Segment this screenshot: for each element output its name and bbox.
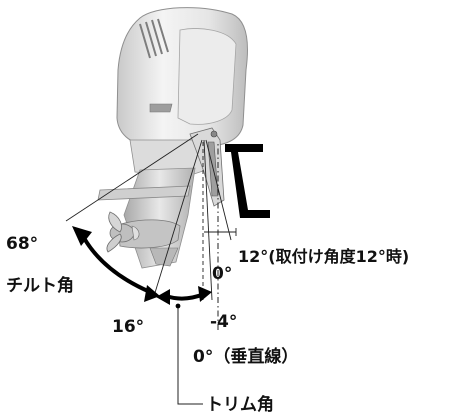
trim-angle-arc bbox=[165, 292, 205, 301]
label-0-deg-upper: 0° bbox=[212, 264, 232, 284]
mount-12-line bbox=[205, 139, 232, 241]
reference-lines bbox=[65, 133, 237, 405]
cowl-vents bbox=[139, 18, 169, 59]
outboard-motor-illustration bbox=[97, 7, 248, 269]
angle-labels: 68° チルト角 16° 0° 12°(取付け角度12°時) -4° 0°（垂直… bbox=[6, 234, 409, 414]
trim-arrow-right-icon bbox=[198, 286, 212, 302]
label-minus4-deg: -4° bbox=[210, 312, 237, 332]
trim-16-line bbox=[153, 139, 203, 297]
label-12-deg-mount: 12°(取付け角度12°時) bbox=[238, 247, 409, 266]
mount-12-marker bbox=[204, 228, 237, 236]
trim-leader-dot bbox=[175, 303, 181, 309]
tilt-68-line bbox=[65, 133, 199, 222]
trim-minus4-line bbox=[203, 139, 213, 301]
propeller bbox=[106, 211, 140, 253]
cowl-panel bbox=[177, 28, 237, 125]
cowl-latch bbox=[149, 103, 173, 113]
label-trim-angle: トリム角 bbox=[206, 394, 274, 414]
cavitation-plate bbox=[97, 185, 191, 201]
label-tilt-angle: チルト角 bbox=[6, 275, 74, 296]
trim-arrow-left-icon bbox=[156, 289, 170, 305]
label-68-deg: 68° bbox=[6, 234, 38, 254]
tilt-pivot bbox=[210, 130, 218, 138]
label-0-deg-vertical: 0°（垂直線） bbox=[193, 346, 298, 367]
tilt-arrow-upper-icon bbox=[72, 226, 92, 246]
trim-angle-leader bbox=[177, 306, 203, 405]
tilt-arrow-lower-icon bbox=[144, 285, 160, 302]
transom-bracket bbox=[225, 144, 270, 218]
tilt-angle-arc bbox=[82, 236, 151, 294]
angle-arcs bbox=[72, 226, 212, 309]
label-16-deg: 16° bbox=[112, 317, 144, 337]
